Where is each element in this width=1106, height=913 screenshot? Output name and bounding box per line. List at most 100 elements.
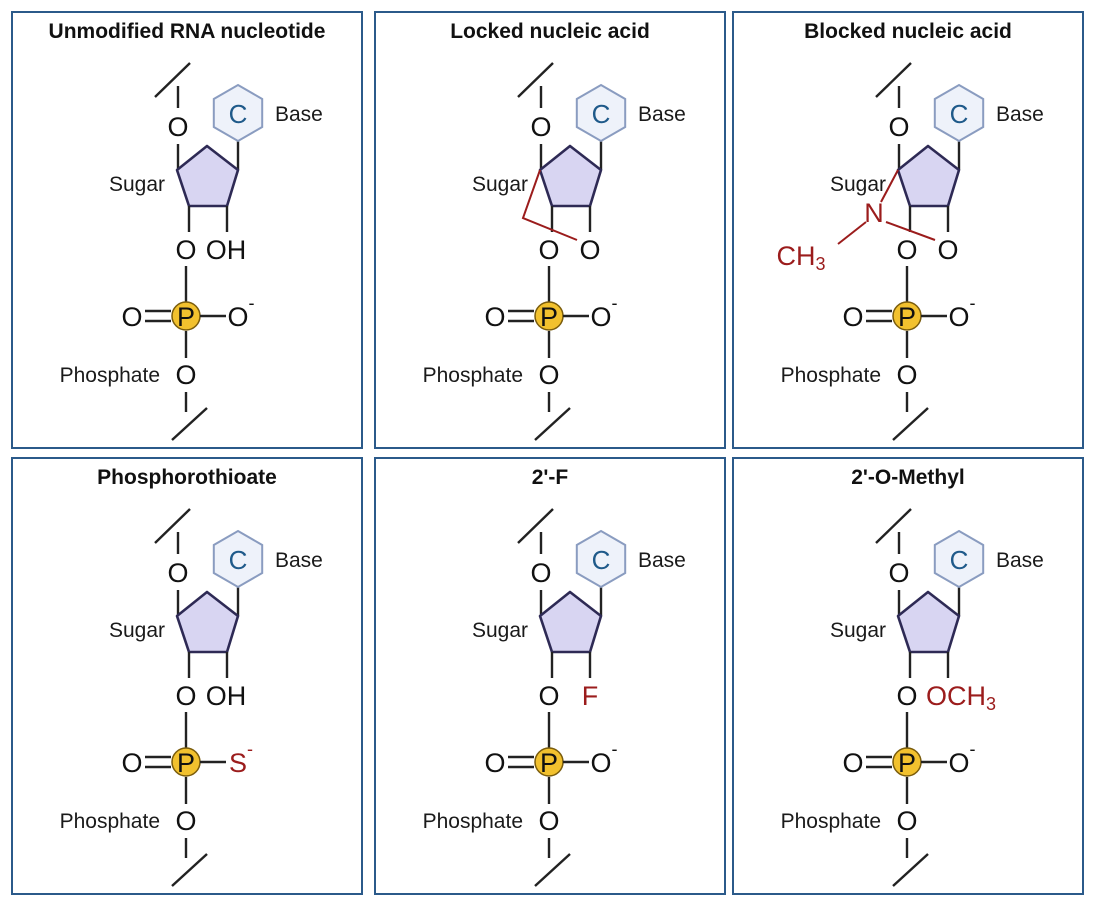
two-prime-text: OCH [926,681,986,711]
phosphate-label: Phosphate [781,810,881,833]
side-atom-text: O [948,302,969,332]
panel-title: 2'-O-Methyl [851,466,965,489]
methyl-bond [837,221,867,245]
backbone-break-top [517,62,554,98]
backbone-break-bottom [534,853,571,887]
two-prime-substituent: O [579,235,600,265]
panel-title: 2'-F [532,466,569,489]
two-prime-substituent: OH [206,681,247,711]
sugar-pentagon [896,144,961,208]
panel-border [732,457,1084,895]
oxygen-bottom: O [896,806,917,836]
phosphorus: P [540,748,558,778]
oxygen-5prime: O [888,112,909,142]
base-hexagon [933,529,985,589]
base-hexagon [212,529,264,589]
oxygen-3prime: O [896,681,917,711]
oxygen-3prime: O [538,235,559,265]
phosphorus: P [898,302,916,332]
phosphate-label: Phosphate [60,810,160,833]
oxygen-5prime: O [888,558,909,588]
backbone-break-bottom [171,853,208,887]
oxygen-3prime: O [175,681,196,711]
oxygen-bottom: O [538,806,559,836]
oxygen-5prime: O [167,112,188,142]
phosphate-label: Phosphate [60,364,160,387]
two-prime-text: O [579,235,600,265]
charge-superscript: - [249,293,255,313]
charge-superscript: - [612,739,618,759]
methyl-text: CH [776,241,815,271]
base-letter: C [592,99,611,129]
panel-title: Locked nucleic acid [450,20,650,43]
oxygen-3prime: O [896,235,917,265]
base-label: Base [996,103,1044,126]
sugar-label: Sugar [109,173,165,196]
sugar-pentagon [896,590,961,654]
phosphate-side-atom: O- [590,739,617,778]
phosphorus: P [540,302,558,332]
panel-title: Unmodified RNA nucleotide [49,20,326,43]
panel-border [374,457,726,895]
two-prime-subscript: 3 [986,694,996,714]
phosphorus: P [898,748,916,778]
sugar-label: Sugar [109,619,165,642]
phosphorus: P [177,302,195,332]
methyl-subscript: 3 [815,254,825,274]
side-atom-text: O [590,302,611,332]
base-hexagon [575,529,627,589]
backbone-break-bottom [534,407,571,441]
phosphate-label: Phosphate [781,364,881,387]
sugar-pentagon [538,144,603,208]
bridge-methyl: CH3 [776,241,825,274]
base-label: Base [638,103,686,126]
base-letter: C [950,545,969,575]
oxygen-bottom: O [175,360,196,390]
two-prime-substituent: OCH3 [926,681,996,714]
base-letter: C [592,545,611,575]
panel-border [11,11,363,449]
backbone-break-bottom [892,407,929,441]
double-bond-oxygen: O [484,748,505,778]
phosphate-side-atom: O- [590,293,617,332]
oxygen-bottom: O [175,806,196,836]
double-bond-oxygen: O [121,302,142,332]
two-prime-substituent: OH [206,235,247,265]
charge-superscript: - [247,739,253,759]
double-bond-oxygen: O [484,302,505,332]
base-hexagon [933,83,985,143]
two-prime-text: F [582,681,599,711]
two-prime-substituent: F [582,681,599,711]
base-hexagon [212,83,264,143]
base-label: Base [275,103,323,126]
sugar-pentagon [538,590,603,654]
double-bond-oxygen: O [842,748,863,778]
base-label: Base [638,549,686,572]
charge-superscript: - [970,739,976,759]
backbone-break-top [154,62,191,98]
oxygen-bottom: O [896,360,917,390]
phosphate-label: Phosphate [423,810,523,833]
oxygen-bottom: O [538,360,559,390]
backbone-break-top [875,62,912,98]
base-letter: C [229,99,248,129]
phosphate-side-atom: O- [948,293,975,332]
sugar-label: Sugar [472,173,528,196]
backbone-break-top [875,508,912,544]
sugar-pentagon [175,590,240,654]
double-bond-oxygen: O [842,302,863,332]
oxygen-5prime: O [530,112,551,142]
panel-border [11,457,363,895]
base-label: Base [275,549,323,572]
sugar-label: Sugar [830,173,886,196]
sugar-label: Sugar [472,619,528,642]
backbone-break-top [154,508,191,544]
phosphate-side-atom: S- [229,739,253,778]
